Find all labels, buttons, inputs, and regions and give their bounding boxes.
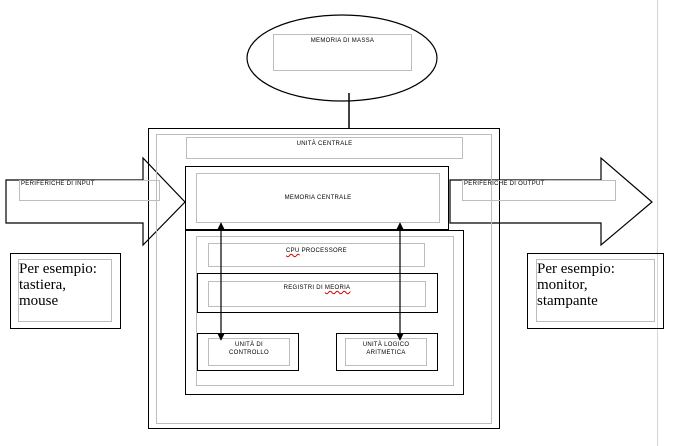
memoria-di-massa-ellipse <box>246 14 438 102</box>
registri-label: REGISTRI DI MEORIA <box>208 284 426 292</box>
memoria-centrale-frame <box>185 166 449 230</box>
esempio-output-frame <box>527 253 664 329</box>
periferiche-input-label-box <box>19 180 160 201</box>
unita-logico-frame <box>336 333 438 371</box>
memoria-centrale-inner <box>196 173 440 223</box>
meoria-label-text: MEORIA <box>324 285 351 291</box>
periferiche-output-label: PERIFERICHE DI OUTPUT <box>464 181 545 187</box>
esempio-input-frame <box>10 253 121 329</box>
periferiche-output-label-box <box>462 180 616 201</box>
page-edge-line <box>657 0 658 446</box>
cpu-label-text: CPU <box>286 248 300 254</box>
registri-label-text: REGISTRI DI <box>283 285 325 291</box>
unita-controllo-inner <box>208 338 290 366</box>
unita-controllo-frame <box>197 333 299 371</box>
memoria-centrale-label: MEMORIA CENTRALE <box>284 195 352 201</box>
unita-centrale-label: UNITÀ CENTRALE <box>296 141 353 147</box>
esempio-input-text: Per esempio: tastiera, mouse <box>19 261 97 309</box>
unita-centrale-frame <box>148 128 500 429</box>
input-arrow <box>5 156 186 247</box>
memoria-di-massa-label: MEMORIA DI MASSA <box>310 38 375 44</box>
cpu-label-box <box>208 243 425 267</box>
cpu-frame <box>185 230 464 395</box>
memoria-di-massa-label-box <box>273 34 412 71</box>
esempio-input-inner <box>18 259 112 322</box>
unita-centrale-label-box <box>186 137 463 159</box>
esempio-output-inner <box>536 259 655 322</box>
esempio-output-text: Per esempio: monitor, stampante <box>537 261 615 309</box>
registri-inner <box>208 281 426 307</box>
registri-frame <box>197 273 438 313</box>
periferiche-input-label: PERIFERICHE DI INPUT <box>21 181 95 187</box>
cpu-processore-label: CPU PROCESSORE <box>208 247 425 255</box>
unita-centrale-inner-frame <box>156 134 492 424</box>
processore-label-text: PROCESSORE <box>299 248 347 254</box>
unita-logico-inner <box>345 338 427 366</box>
unita-logico-label: UNITÀ LOGICO ARITMETICA <box>362 342 410 356</box>
unita-controllo-label: UNITÀ DI CONTROLLO <box>228 342 270 356</box>
cpu-inner <box>196 236 454 386</box>
output-arrow <box>449 156 653 247</box>
